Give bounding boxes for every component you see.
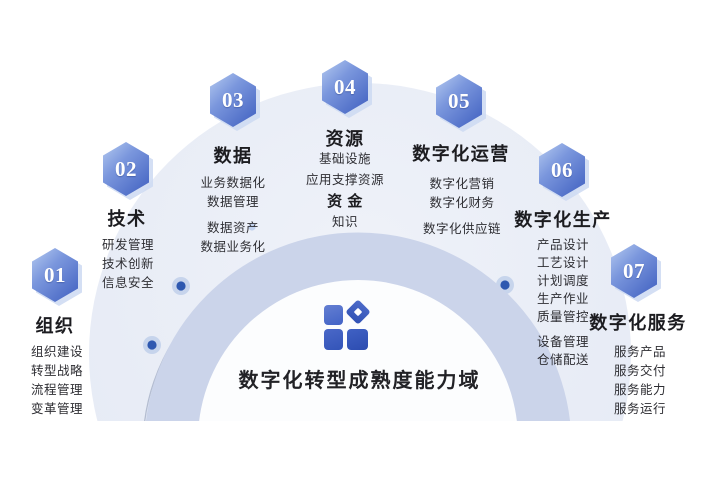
hexagon-badge-02: 02 [103,142,153,200]
section-item: 仓储配送 [536,353,590,367]
section-item: 工艺设计 [536,256,590,270]
section-item: 服务运行 [613,402,667,416]
inner-area [199,280,517,421]
section-item: 数据业务化 [200,240,266,254]
section-items: 数字化营销 数字化财务 数字化供应链 [423,175,501,239]
app-grid-icon-tile [347,329,368,350]
hexagon-number: 05 [448,88,470,113]
section-items: 基础设施 应用支撑资源 资 金 知识 [306,149,384,233]
section-item: 计划调度 [536,274,590,288]
section-title: 技术 [107,209,147,229]
arc-node [172,277,190,295]
hexagon-number: 01 [44,262,66,287]
section-item: 生产作业 [536,292,590,306]
section-title: 数据 [213,146,253,166]
arch-band [146,232,570,421]
hexagon-badge-01: 01 [32,248,82,306]
section-item: 应用支撑资源 [305,173,385,187]
section-item: 变革管理 [30,402,84,416]
hexagon-badge-07: 07 [611,244,661,302]
section-item: 流程管理 [30,383,84,397]
hexagon-number: 06 [551,157,573,182]
hexagon-badge-03: 03 [210,73,260,131]
diagram-title: 数字化转型成熟度能力域 [238,370,481,392]
section-title: 资源 [325,129,365,149]
section-items: 产品设计 工艺设计 计划调度 生产作业 质量管控 设备管理 仓储配送 [537,236,589,369]
section-item: 组织建设 [30,345,84,359]
section-item: 转型战略 [30,364,84,378]
section-title: 数字化运营 [412,144,510,164]
section-items: 组织建设 转型战略 流程管理 变革管理 [31,343,83,419]
hexagon-number: 04 [334,74,356,99]
section-title: 数字化生产 [514,210,612,230]
section-item: 知识 [331,215,359,229]
arc-node-small [248,223,256,231]
section-item: 数字化财务 [429,196,495,210]
section-item: 资 金 [327,193,363,210]
hexagon-body: 07 [611,244,657,298]
app-grid-icon [324,299,371,351]
section-items: 服务产品 服务交付 服务能力 服务运行 [614,343,666,419]
section-item: 数据资产 [206,221,260,235]
section-item: 服务产品 [613,345,667,359]
section-item: 产品设计 [536,238,590,252]
hexagon-number: 02 [115,156,137,181]
section-item: 信息安全 [101,276,155,290]
hexagon-number: 07 [623,258,645,283]
section-item: 业务数据化 [200,176,266,190]
section-item: 数字化营销 [429,177,495,191]
section-item: 数字化供应链 [422,222,502,236]
section-item: 设备管理 [536,335,590,349]
hexagon-badge-04: 04 [322,60,372,118]
hexagon-badge-06: 06 [539,143,589,201]
section-item: 服务交付 [613,364,667,378]
section-item: 研发管理 [101,238,155,252]
section-items: 研发管理 技术创新 信息安全 [102,236,154,293]
section-item: 服务能力 [613,383,667,397]
section-item: 技术创新 [101,257,155,271]
hexagon-body: 03 [210,73,256,127]
section-item: 质量管控 [536,310,590,324]
hexagon-badge-05: 05 [436,74,486,132]
section-item: 数据管理 [206,195,260,209]
app-grid-icon-tile [324,305,343,325]
hexagon-body: 06 [539,143,585,197]
section-items: 业务数据化 数据管理 数据资产 数据业务化 [200,174,265,257]
arc-node [143,336,161,354]
app-grid-icon-tile [324,329,343,350]
diamond-icon [345,299,371,325]
section-title: 组织 [35,316,75,336]
section-item: 基础设施 [318,152,372,166]
hexagon-number: 03 [222,87,244,112]
section-title: 数字化服务 [589,313,687,333]
